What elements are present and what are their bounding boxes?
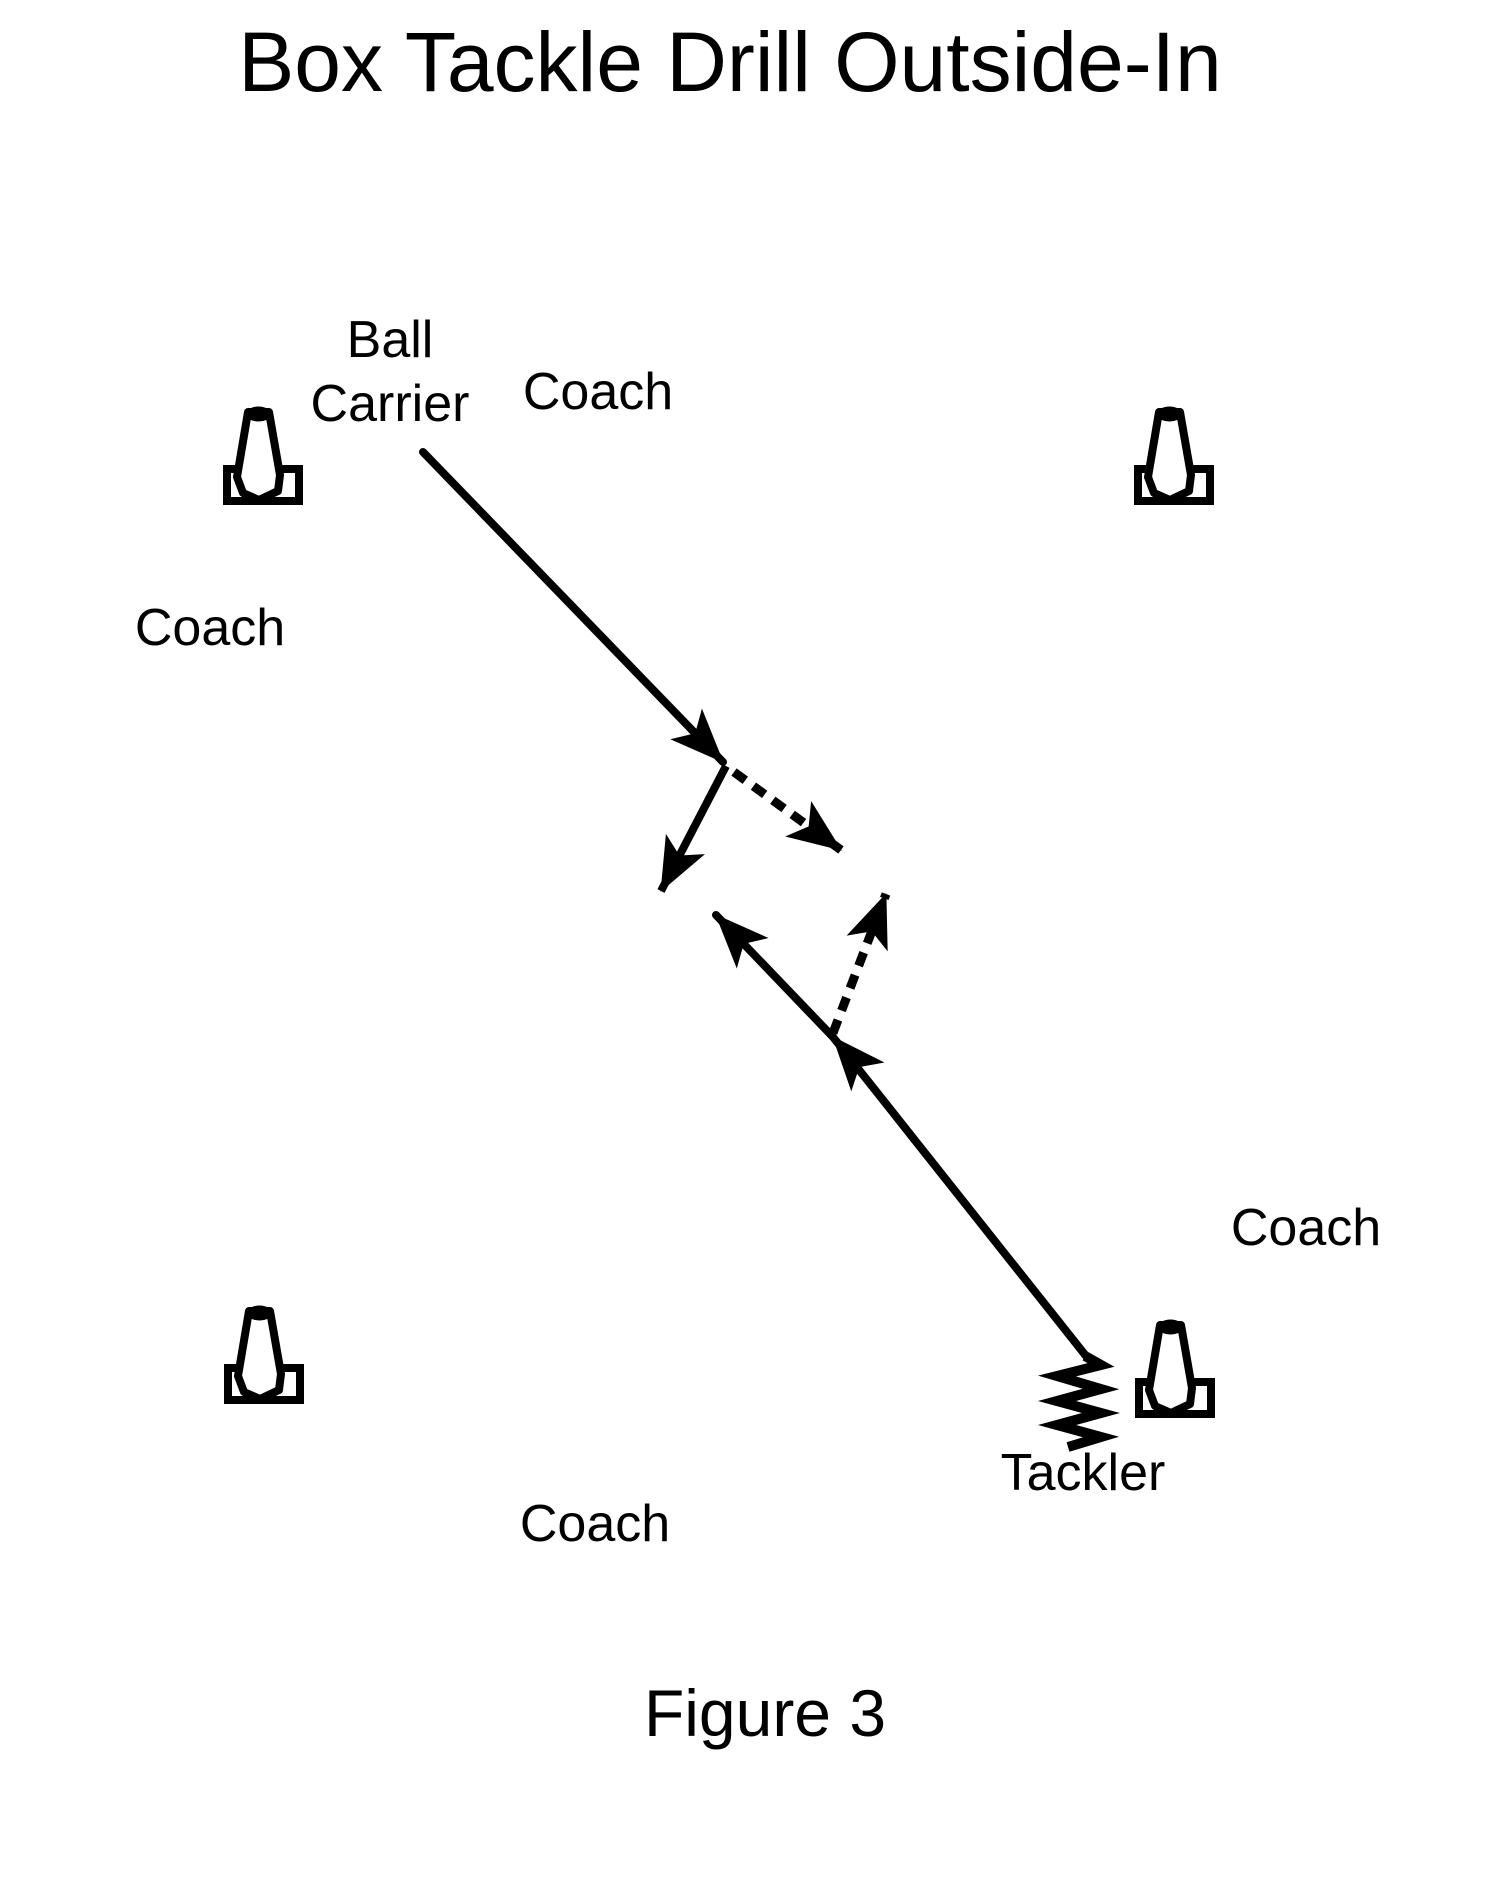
figure-caption: Figure 3 xyxy=(643,1676,887,1750)
label-coach-right: Coach xyxy=(1230,1199,1382,1257)
ball-carrier-run-arrow xyxy=(419,448,727,766)
diagram-title: Box Tackle Drill Outside-In xyxy=(238,15,1222,109)
label-ball-carrier: Ball Carrier xyxy=(310,311,470,433)
traffic-cone-icon-bottom-left xyxy=(228,1306,300,1401)
label-coach-left: Coach xyxy=(134,599,286,657)
ball-carrier-cut-right-arrow xyxy=(731,768,844,854)
tackler-spring-icon xyxy=(1037,1351,1121,1452)
label-coach-bottom: Coach xyxy=(519,1495,671,1553)
traffic-cone-icon-bottom-right xyxy=(1139,1320,1211,1415)
tackler-cut-arrow xyxy=(828,892,891,1035)
ball-carrier-cut-left-arrow xyxy=(657,764,730,893)
label-coach-top: Coach xyxy=(522,363,674,421)
label-tackler: Tackler xyxy=(1000,1444,1166,1502)
tackler-run-arrow xyxy=(712,911,1090,1360)
traffic-cone-icon-top-right xyxy=(1138,407,1210,502)
